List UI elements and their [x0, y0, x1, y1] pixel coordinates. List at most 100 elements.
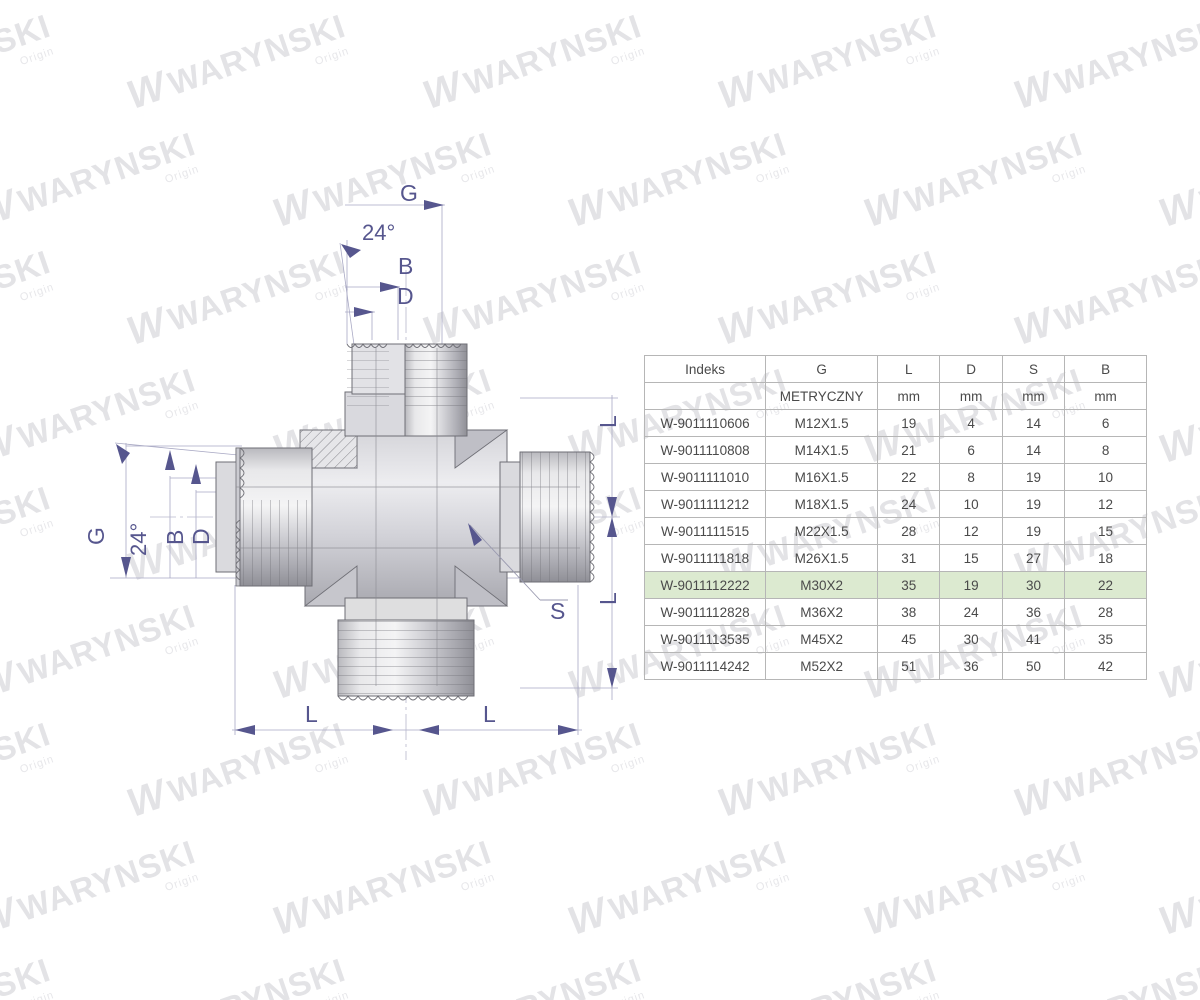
- label-left-angle: 24°: [126, 522, 151, 556]
- label-left-b: B: [162, 529, 188, 545]
- unit-g: METRYCZNY: [765, 382, 879, 410]
- watermark-sub-text: Origin: [904, 281, 942, 305]
- watermark-brand-text: WARYNSKI: [899, 124, 1087, 221]
- watermark-sub-text: Origin: [609, 989, 646, 1000]
- cell-d: 36: [939, 652, 1003, 680]
- label-top-g: G: [400, 180, 418, 206]
- cell-b: 35: [1064, 625, 1147, 653]
- cell-d: 15: [939, 544, 1003, 572]
- cell-l: 45: [877, 625, 941, 653]
- cell-b: 6: [1064, 409, 1147, 437]
- cell-index: W-9011111212: [643, 490, 767, 518]
- watermark-w-glyph: W: [857, 890, 907, 944]
- watermark-sub-text: Origin: [314, 989, 351, 1000]
- cell-b: 28: [1064, 598, 1147, 626]
- watermark-sub-text: Origin: [1050, 871, 1088, 895]
- cell-b: 15: [1064, 517, 1147, 545]
- watermark-brand-text: WARYNSKI: [754, 242, 942, 339]
- watermark-brand-text: WARYNSKI: [1049, 950, 1200, 1000]
- technical-drawing: G 24° B D G 24° B D L L L L S: [0, 0, 660, 820]
- cell-l: 31: [877, 544, 941, 572]
- cell-b: 8: [1064, 436, 1147, 464]
- unit-d: mm: [939, 382, 1003, 410]
- cell-d: 4: [939, 409, 1003, 437]
- cell-l: 24: [877, 490, 941, 518]
- watermark-brand-text: WARYNSKI: [899, 832, 1087, 929]
- cell-b: 42: [1064, 652, 1147, 680]
- watermark-w-glyph: W: [0, 890, 20, 944]
- cell-g: M36X2: [765, 598, 879, 626]
- cell-index: W-9011112222: [643, 571, 767, 599]
- s-leader-arrow: [468, 523, 482, 546]
- unit-l: mm: [877, 382, 941, 410]
- cell-s: 14: [1001, 436, 1066, 464]
- watermark-brand-text: WARYNSKI: [0, 950, 56, 1000]
- specification-table: Indeks G L D S B METRYCZNY mm mm mm mm W…: [643, 355, 1147, 680]
- watermark-brand-text: WARYNSKI: [754, 6, 942, 103]
- watermark-brand-text: WARYNSKI: [1195, 124, 1200, 221]
- header-g: G: [765, 355, 879, 383]
- header-d: D: [939, 355, 1003, 383]
- cell-g: M14X1.5: [765, 436, 879, 464]
- watermark-brand-text: WARYNSKI: [1049, 6, 1200, 103]
- watermark-brand-text: WARYNSKI: [13, 832, 201, 929]
- watermark-w-glyph: W: [712, 300, 761, 354]
- cell-l: 51: [877, 652, 941, 680]
- cell-s: 50: [1001, 652, 1066, 680]
- watermark-w-glyph: W: [1007, 64, 1057, 118]
- watermark-brand-text: WARYNSKI: [1195, 360, 1200, 457]
- cell-d: 8: [939, 463, 1003, 491]
- watermark-brand-text: WARYNSKI: [163, 950, 351, 1000]
- cell-index: W-9011111010: [643, 463, 767, 491]
- cell-s: 14: [1001, 409, 1066, 437]
- cell-b: 22: [1064, 571, 1147, 599]
- watermark-sub-text: Origin: [459, 871, 497, 895]
- watermark-w-glyph: W: [1153, 182, 1200, 236]
- unit-b: mm: [1064, 382, 1147, 410]
- cell-l: 35: [877, 571, 941, 599]
- watermark-brand-text: WARYNSKI: [1049, 242, 1200, 339]
- table-units-row: METRYCZNY mm mm mm mm: [643, 382, 1147, 410]
- cell-index: W-9011114242: [643, 652, 767, 680]
- cell-index: W-9011111515: [643, 517, 767, 545]
- dimension-arrows: [116, 200, 617, 735]
- cell-d: 19: [939, 571, 1003, 599]
- watermark-brand-text: WARYNSKI: [754, 950, 942, 1000]
- label-center-s: S: [550, 598, 566, 624]
- header-indeks: Indeks: [643, 355, 767, 383]
- cell-l: 28: [877, 517, 941, 545]
- cell-index: W-9011110808: [643, 436, 767, 464]
- watermark-w-glyph: W: [1153, 890, 1200, 944]
- watermark-w-glyph: W: [267, 890, 316, 944]
- cell-s: 19: [1001, 517, 1066, 545]
- label-left-d: D: [188, 528, 214, 545]
- watermark-w-glyph: W: [1007, 300, 1057, 354]
- label-top-d: D: [397, 283, 414, 309]
- watermark-w-glyph: W: [1007, 772, 1057, 826]
- cell-g: M16X1.5: [765, 463, 879, 491]
